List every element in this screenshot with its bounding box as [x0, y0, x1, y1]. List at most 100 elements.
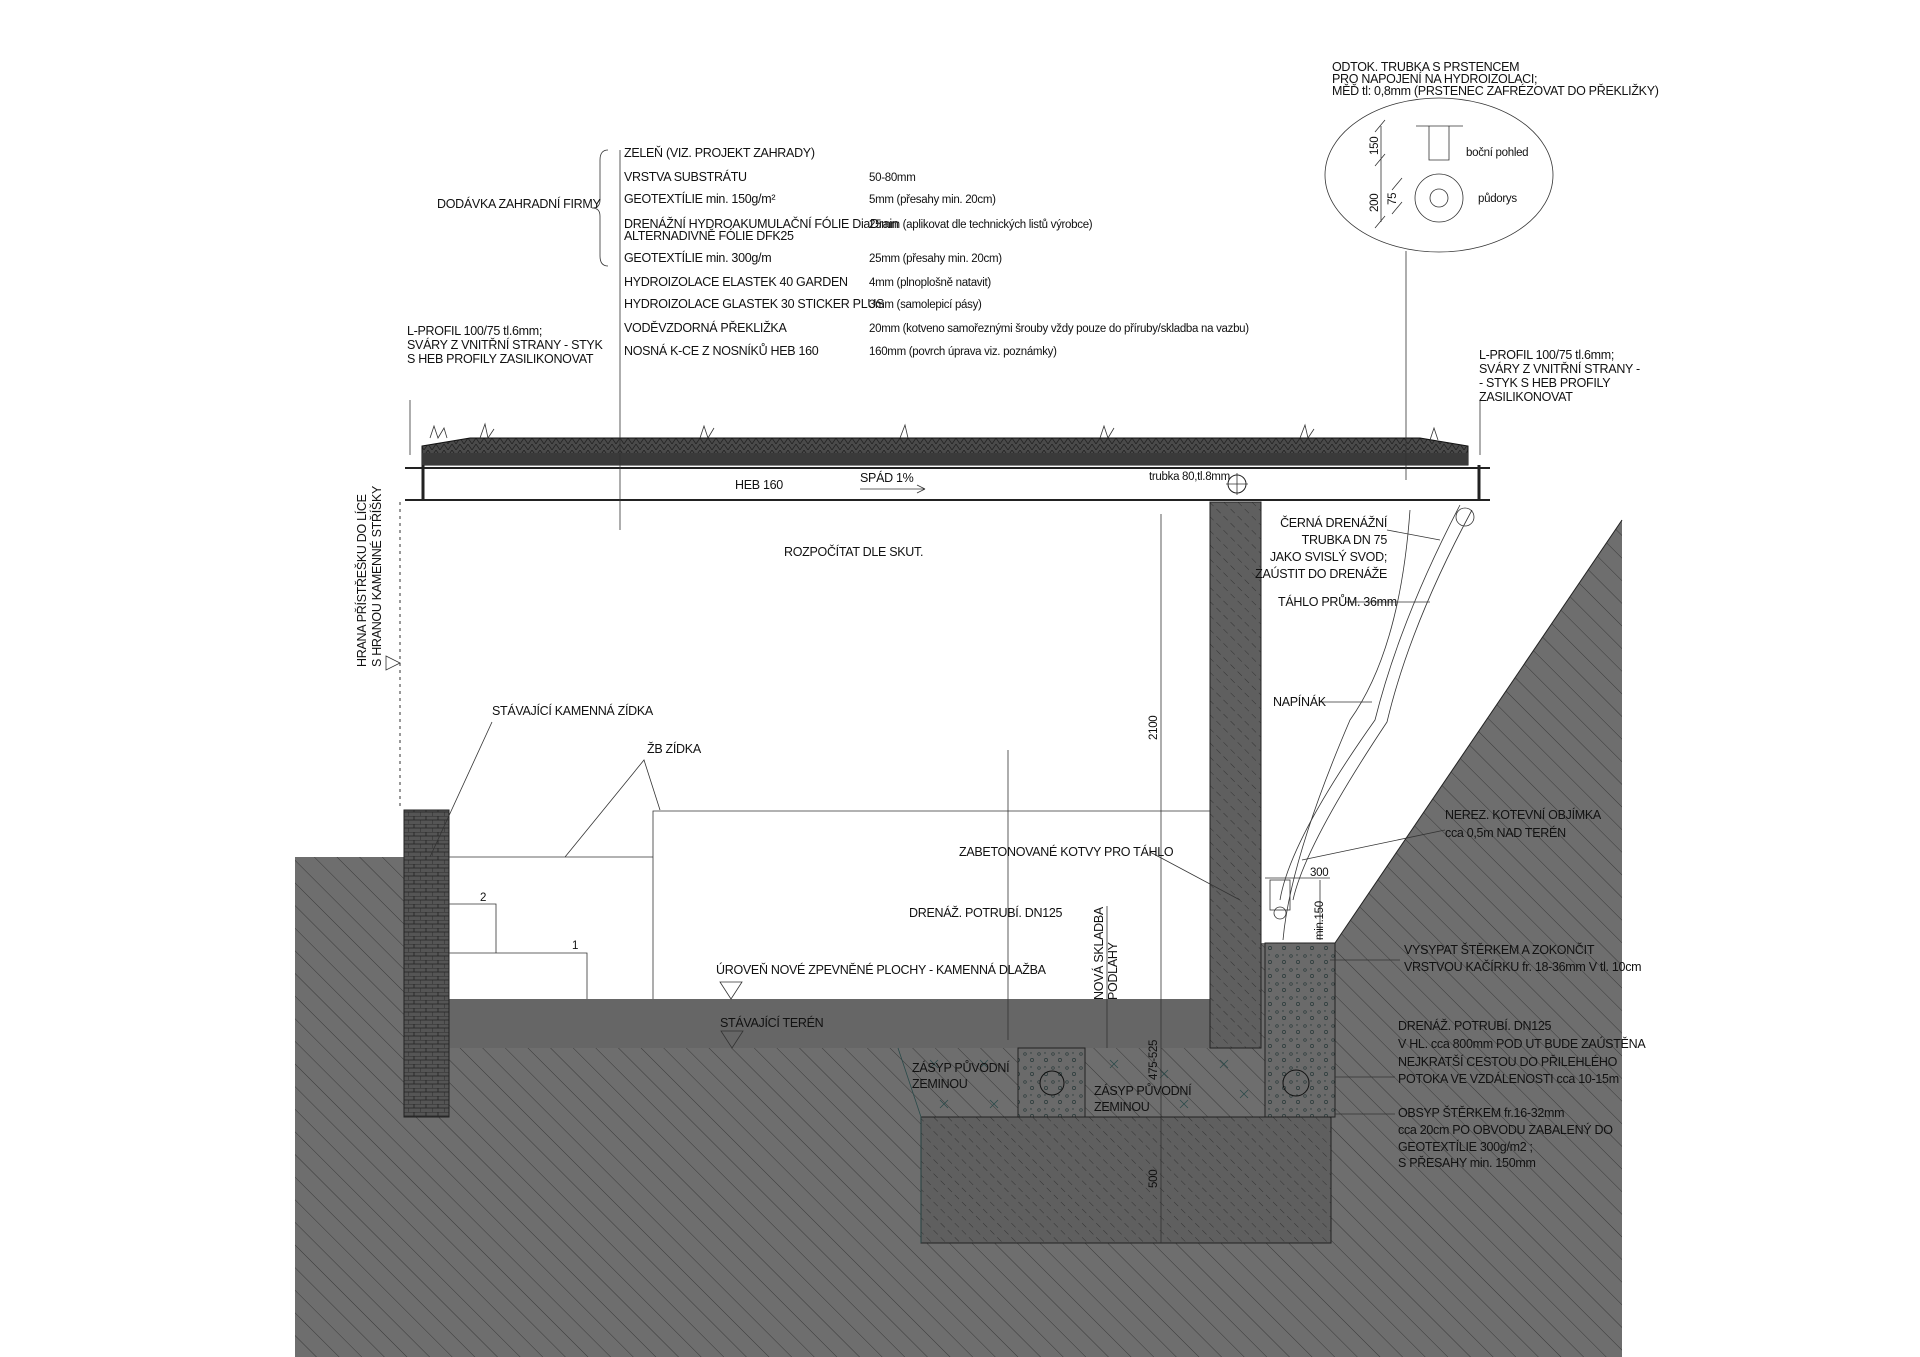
layer-group-label: DODÁVKA ZAHRADNÍ FIRMY [437, 196, 602, 211]
new-floor-label: NOVÁ SKLADBA [1091, 906, 1106, 1000]
stone-wall [403, 809, 450, 1118]
step-label: 2 [480, 892, 486, 904]
edge-note: S HRANOU KAMENNÉ STŘÍŠKY [369, 485, 384, 667]
rod-label: TÁHLO PRŮM. 36mm [1278, 594, 1397, 609]
note-line: ZAÚSTIT DO DRENÁŽE [1255, 566, 1387, 581]
dim-label: 500 [1148, 1170, 1160, 1188]
drain-gravel-right [1264, 942, 1336, 1118]
note-line: TRUBKA DN 75 [1302, 533, 1388, 547]
lprofile-right-note: L-PROFIL 100/75 tl.6mm; SVÁRY Z VNITŘNÍ … [1479, 348, 1640, 404]
note-line: NEJKRATŠÍ CESTOU DO PŘILEHLÉHO [1398, 1054, 1618, 1069]
tensioner-label: NAPÍNÁK [1273, 694, 1327, 709]
layer-name: NOSNÁ K-CE Z NOSNÍKŮ HEB 160 [624, 343, 819, 358]
layer-list: DODÁVKA ZAHRADNÍ FIRMY ZELEŇ (VIZ. PROJE… [437, 145, 1250, 358]
clamp-note: NEREZ. KOTEVNÍ OBJÍMKA cca 0,5m NAD TERÉ… [1445, 807, 1602, 840]
layer-name: VRSTVA SUBSTRÁTU [624, 169, 747, 184]
layer-spec: 5mm (přesahy min. 20cm) [869, 194, 996, 206]
outlet-note: ODTOK. TRUBKA S PRSTENCEM PRO NAPOJENÍ N… [1332, 60, 1659, 212]
note-line: ODTOK. TRUBKA S PRSTENCEM [1332, 60, 1519, 74]
rc-wall-label: ŽB ZÍDKA [647, 741, 702, 756]
ground [295, 519, 1623, 1357]
detail-plan-label: půdorys [1478, 193, 1517, 205]
note-line: L-PROFIL 100/75 tl.6mm; [1479, 348, 1614, 362]
stone-wall-label: STÁVAJÍCÍ KAMENNÁ ZÍDKA [492, 703, 654, 718]
slope-label: SPÁD 1% [860, 470, 914, 485]
layer-spec: 25mm (přesahy min. 20cm) [869, 253, 1002, 265]
edge-note: HRANA PŘÍSTŘEŠKU DO LÍCE [354, 494, 369, 667]
note-line: PRO NAPOJENÍ NA HYDROIZOLACI; [1332, 71, 1537, 86]
anchors-label: ZABETONOVANÉ KOTVY PRO TÁHLO [959, 844, 1174, 859]
layer-name: HYDROIZOLACE ELASTEK 40 GARDEN [624, 275, 848, 289]
layer-name: ALTERNADIVNĚ FÓLIE DFK25 [624, 228, 794, 243]
pipe80-cross [1226, 473, 1248, 495]
layer-spec: 25mm (aplikovat dle technických listů vý… [869, 219, 1093, 231]
green-roof [421, 422, 1469, 466]
layer-spec: 160mm (povrch úprava viz. poznámky) [869, 346, 1057, 358]
pipe80-label: trubka 80,tl.8mm [1149, 471, 1230, 483]
layer-spec: 50-80mm [869, 172, 915, 184]
note-line: VYSYPAT ŠTĚRKEM A ZOKONČIT [1404, 942, 1595, 957]
note-line: ČERNÁ DRENÁŽNÍ [1280, 515, 1388, 530]
lprofile-left-note: L-PROFIL 100/75 tl.6mm; SVÁRY Z VNITŘNÍ … [407, 324, 604, 366]
rc-wall-outline [449, 810, 1210, 999]
budget-note: ROZPOČÍTAT DLE SKUT. [784, 544, 923, 559]
backfill-label: ZEMINOU [1094, 1100, 1150, 1114]
layer-spec: 4mm (plnoplošně natavit) [869, 277, 991, 289]
note-line: ZASILIKONOVAT [1479, 390, 1573, 404]
note-line: cca 20cm PO OBVODU ZABALENÝ DO [1398, 1122, 1613, 1137]
drain-right-note: DRENÁŽ. POTRUBÍ. DN125 V HL. cca 800mm P… [1398, 1018, 1647, 1086]
layer-name: DRENÁŽNÍ HYDROAKUMULAČNÍ FÓLIE DiaDrain [624, 216, 899, 231]
step-label: 1 [572, 940, 578, 952]
note-line: SVÁRY Z VNITŘNÍ STRANY - [1479, 361, 1640, 376]
leader-lines [409, 149, 1481, 1243]
note-line: NEREZ. KOTEVNÍ OBJÍMKA [1445, 807, 1602, 822]
beam-label: HEB 160 [735, 478, 783, 492]
layer-name: ZELEŇ (VIZ. PROJEKT ZAHRADY) [624, 145, 815, 160]
note-line: OBSYP ŠTĚRKEM fr.16-32mm [1398, 1105, 1564, 1120]
detail-side-label: boční pohled [1466, 147, 1528, 159]
backfill-area [897, 1047, 1249, 1243]
dim-label: 150 [1369, 137, 1381, 155]
heb-beam [405, 465, 1490, 501]
dim-label: 75 [1387, 193, 1399, 205]
existing-terrain-label: STÁVAJÍCÍ TERÉN [720, 1015, 824, 1030]
layer-name: GEOTEXTÍLIE min. 300g/m [624, 250, 771, 265]
edge-level-mark [385, 655, 401, 671]
new-floor-label: PODLAHY [1106, 941, 1120, 1000]
backfill-label: ZÁSYP PŮVODNÍ [912, 1060, 1010, 1075]
dim-label: 200 [1369, 194, 1381, 212]
note-line: MĚĎ tl: 0,8mm (PRSTENEC ZAFRÉZOVAT DO PŘ… [1332, 83, 1659, 98]
drain-pipe-right [1282, 1069, 1310, 1097]
drain-gravel-left [1017, 1047, 1086, 1118]
note-line: V HL. cca 800mm POD UT BUDE ZAÚSTĚNA [1398, 1036, 1646, 1051]
note-line: - STYK S HEB PROFILY [1479, 376, 1611, 390]
drain-pipe-left [1039, 1070, 1065, 1096]
concrete-wall [1209, 501, 1262, 1049]
note-line: GEOTEXTÍLIE 300g/m2 ; [1398, 1139, 1533, 1154]
dim-label: 475-525 [1148, 1040, 1160, 1080]
gravel-note: VYSYPAT ŠTĚRKEM A ZOKONČIT VRSTVOU KAČÍR… [1404, 942, 1642, 974]
note-line: cca 0,5m NAD TERÉN [1445, 825, 1566, 840]
backfill-label: ZÁSYP PŮVODNÍ [1094, 1083, 1192, 1098]
note-line: POTOKA VE VZDÁLENOSTI cca 10-15m [1398, 1071, 1619, 1086]
footing [920, 1116, 1332, 1244]
note-line: DRENÁŽ. POTRUBÍ. DN125 [1398, 1018, 1552, 1033]
layer-spec: 3mm (samolepicí pásy) [869, 299, 982, 311]
black-pipe-note: ČERNÁ DRENÁŽNÍ TRUBKA DN 75 JAKO SVISLÝ … [1255, 515, 1388, 581]
layer-spec: 20mm (kotveno samořeznými šrouby vždy po… [869, 323, 1249, 335]
dim-label: 2100 [1148, 716, 1160, 740]
note-line: S HEB PROFILY ZASILIKONOVAT [407, 352, 594, 366]
outlet-detail [1324, 97, 1554, 253]
note-line: S PŘESAHY min. 150mm [1398, 1155, 1536, 1170]
layer-name: HYDROIZOLACE GLASTEK 30 STICKER PLUS [624, 297, 884, 311]
tension-rod [1269, 504, 1475, 941]
layer-name: VODĚVZDORNÁ PŘEKLIŽKA [624, 320, 787, 335]
dim-label: 300 [1310, 867, 1328, 879]
note-line: JAKO SVISLÝ SVOD; [1270, 549, 1387, 564]
note-line: VRSTVOU KAČÍRKU fr. 18-36mm V tl. 10cm [1404, 959, 1641, 974]
new-level-label: ÚROVEŇ NOVÉ ZPEVNĚNÉ PLOCHY - KAMENNÁ DL… [716, 962, 1047, 977]
note-line: L-PROFIL 100/75 tl.6mm; [407, 324, 542, 338]
dim-label: min.150 [1314, 901, 1326, 940]
note-line: SVÁRY Z VNITŘNÍ STRANY - STYK [407, 337, 603, 352]
